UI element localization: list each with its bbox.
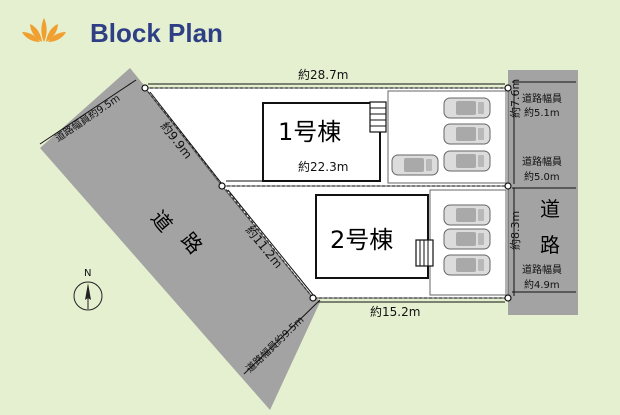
stairs-icon (369, 101, 387, 133)
car-icon (391, 154, 439, 176)
dim-lot1-right: 約7.6m (508, 79, 522, 118)
car-icon (443, 254, 491, 276)
road-right-width-2b: 約5.0m (524, 170, 560, 183)
parking-area-1 (387, 90, 507, 184)
lotus-logo-icon (22, 18, 66, 42)
car-icon (443, 97, 491, 119)
dim-lot2-right: 約8.3m (508, 211, 522, 250)
dim-lot2-bottom: 約15.2m (370, 304, 420, 319)
road-right-width-3b: 約4.9m (524, 278, 560, 291)
building-1-label: 1号棟 (278, 118, 341, 146)
north-arrow-icon (73, 281, 103, 311)
car-icon (443, 123, 491, 145)
building-2 (315, 194, 429, 279)
dimension-lines (39, 79, 576, 375)
road-right-width-1a: 道路幅員 (522, 92, 562, 105)
stairs-icon (415, 239, 434, 267)
building-1 (262, 102, 381, 182)
dim-lot1-top: 約28.7m (298, 67, 348, 82)
page-title: Block Plan (90, 18, 223, 48)
parked-cars (391, 97, 491, 276)
road-right (508, 70, 578, 315)
survey-points (141, 84, 512, 302)
road-right-label-2: 路 (540, 233, 560, 257)
compass-label: N (84, 268, 91, 279)
road-right-label-1: 道 (540, 197, 560, 221)
car-icon (443, 228, 491, 250)
road-right-width-2a: 道路幅員 (522, 155, 562, 168)
road-left (40, 68, 320, 410)
building-2-label: 2号棟 (330, 226, 393, 254)
road-right-width-3a: 道路幅員 (522, 263, 562, 276)
road-right-width-1b: 約5.1m (524, 106, 560, 119)
car-icon (443, 204, 491, 226)
dim-lot1-bottom: 約22.3m (298, 159, 348, 174)
car-icon (443, 150, 491, 172)
